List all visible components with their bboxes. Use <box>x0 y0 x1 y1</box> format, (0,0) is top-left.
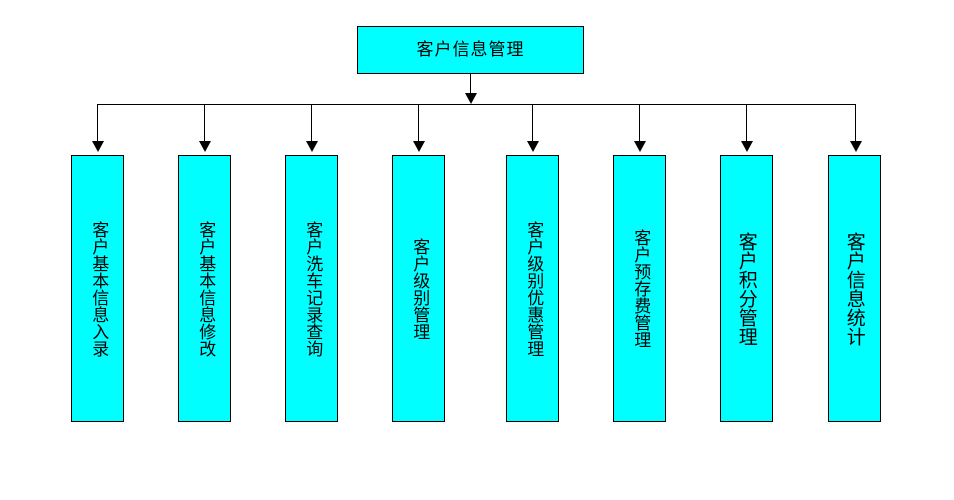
node-child-label-7: 客户信息统计 <box>843 231 866 346</box>
node-child-basic-info-modify[interactable]: 客户基本信息修改 <box>178 155 231 422</box>
node-child-label-6: 客户积分管理 <box>735 231 758 346</box>
node-child-label-0: 客户基本信息入录 <box>88 220 109 357</box>
connector-arrowhead-7-icon <box>850 141 862 152</box>
connector-drop-4 <box>532 104 533 144</box>
node-root-label: 客户信息管理 <box>416 39 525 60</box>
node-child-label-2: 客户洗车记录查询 <box>302 220 323 357</box>
node-root-customer-info-management[interactable]: 客户信息管理 <box>357 26 584 74</box>
node-child-prepaid-fee-management[interactable]: 客户预存费管理 <box>613 155 666 422</box>
connector-root-stem <box>470 74 471 95</box>
node-child-label-4: 客户级别优惠管理 <box>523 220 544 357</box>
connector-arrowhead-2-icon <box>306 141 318 152</box>
connector-arrowhead-1-icon <box>199 141 211 152</box>
connector-arrowhead-5-icon <box>634 141 646 152</box>
connector-arrowhead-6-icon <box>741 141 753 152</box>
connector-drop-0 <box>97 104 98 144</box>
connector-bus-line <box>97 104 856 105</box>
connector-drop-2 <box>311 104 312 144</box>
connector-arrowhead-0-icon <box>92 141 104 152</box>
connector-arrowhead-3-icon <box>413 141 425 152</box>
node-child-info-statistics[interactable]: 客户信息统计 <box>828 155 881 422</box>
node-child-level-management[interactable]: 客户级别管理 <box>392 155 445 422</box>
node-child-level-discount-management[interactable]: 客户级别优惠管理 <box>506 155 559 422</box>
node-child-label-1: 客户基本信息修改 <box>195 220 216 357</box>
connector-drop-3 <box>418 104 419 144</box>
connector-drop-1 <box>204 104 205 144</box>
node-child-basic-info-entry[interactable]: 客户基本信息入录 <box>71 155 124 422</box>
connector-root-arrowhead-icon <box>465 93 477 104</box>
node-child-carwash-record-query[interactable]: 客户洗车记录查询 <box>285 155 338 422</box>
node-child-label-5: 客户预存费管理 <box>630 229 651 348</box>
connector-drop-5 <box>639 104 640 144</box>
node-child-label-3: 客户级别管理 <box>409 237 430 340</box>
connector-arrowhead-4-icon <box>527 141 539 152</box>
node-child-points-management[interactable]: 客户积分管理 <box>720 155 773 422</box>
connector-drop-7 <box>855 104 856 144</box>
connector-drop-6 <box>746 104 747 144</box>
